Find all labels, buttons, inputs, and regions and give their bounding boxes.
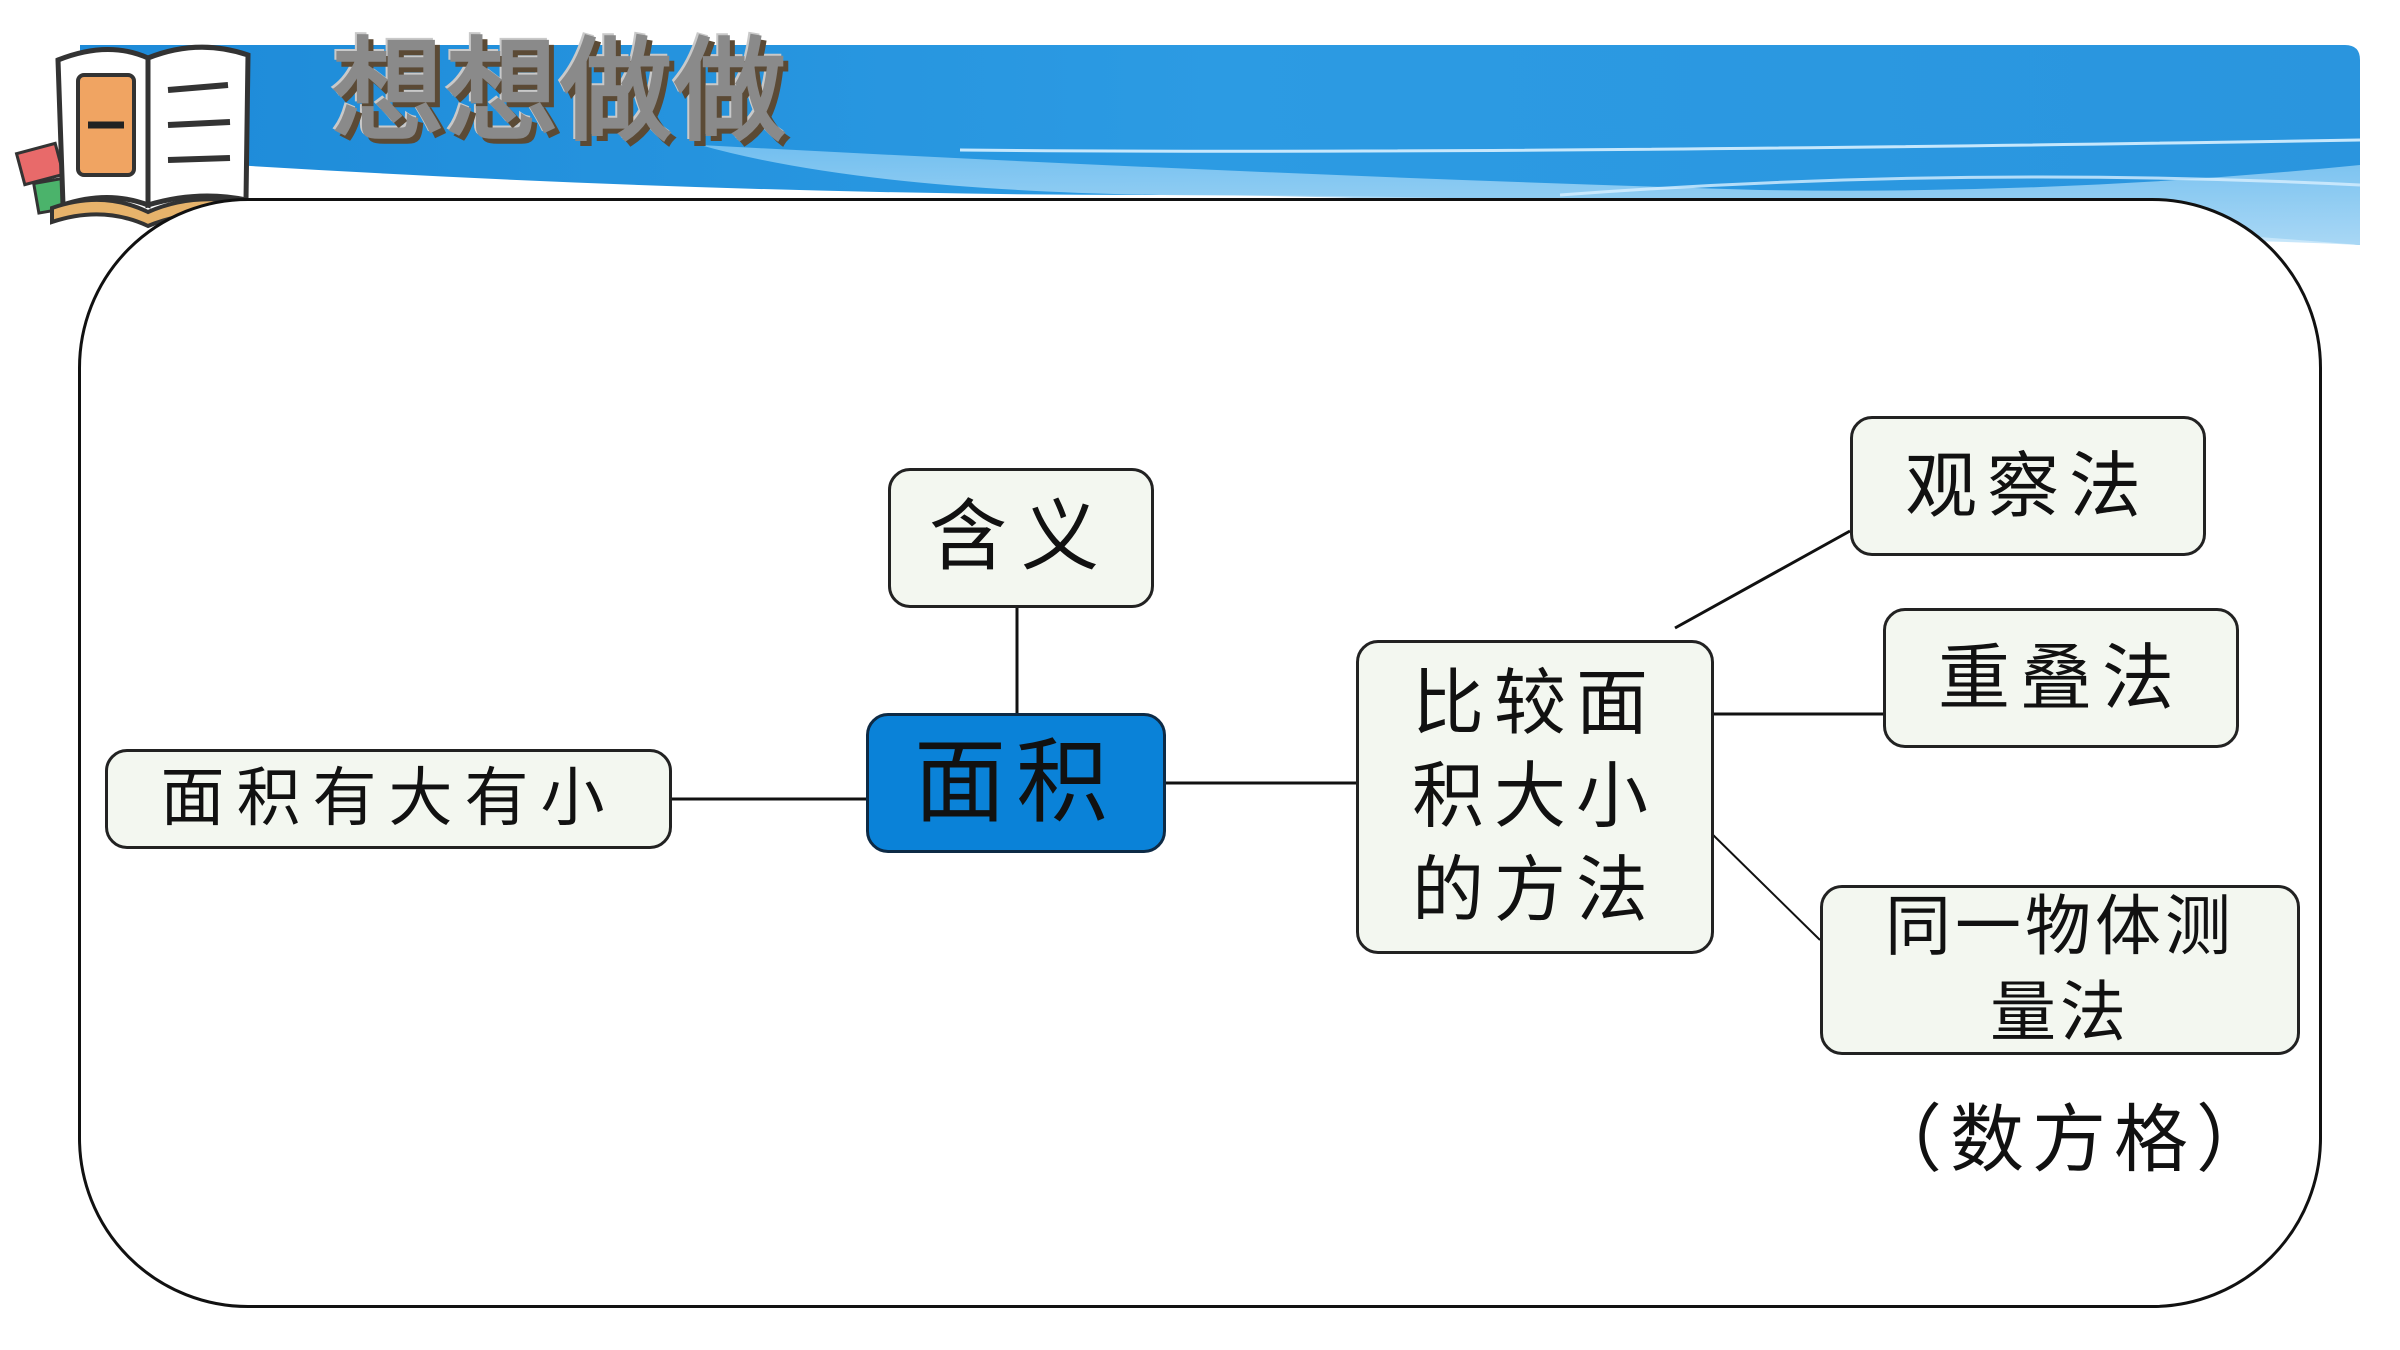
node-compare-methods: 比较面 积大小 的方法	[1356, 640, 1714, 954]
page-title: 想想做做	[332, 27, 788, 157]
node-meaning: 含义	[888, 468, 1154, 608]
node-observation-method: 观察法	[1850, 416, 2206, 556]
node-overlap-method: 重叠法	[1883, 608, 2239, 748]
node-center-area: 面积	[866, 713, 1166, 853]
node-area-size: 面积有大有小	[105, 749, 672, 849]
node-measure-method: 同一物体测 量法	[1820, 885, 2300, 1055]
measure-method-note: （数方格）	[1868, 1097, 2278, 1183]
connector-methods-measure	[1705, 827, 1821, 941]
connector-methods-observe	[1674, 529, 1851, 630]
